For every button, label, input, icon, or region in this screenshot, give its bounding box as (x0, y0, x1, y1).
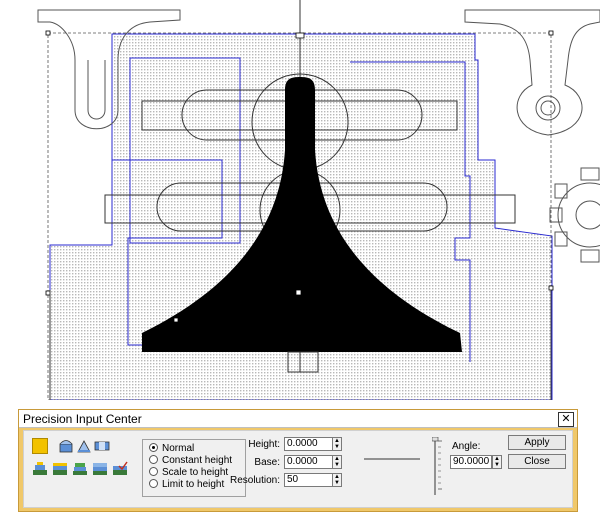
height-label: Height: (248, 439, 280, 450)
radio-limit-to-height-label: Limit to height (162, 479, 225, 490)
inner-boundary-left (111, 34, 223, 346)
cylinder-flat-icon[interactable] (94, 438, 110, 454)
radio-indicator (149, 454, 158, 464)
drawing-canvas[interactable] (0, 0, 600, 400)
gear-outline (549, 167, 600, 263)
resolution-spinner[interactable]: ▲▼ (332, 473, 342, 487)
stack-3-icon[interactable] (72, 461, 88, 477)
mode-radio-group: Normal Constant height Scale to height L… (142, 439, 246, 497)
left-hook-outline (37, 9, 181, 130)
radio-indicator (149, 466, 158, 476)
radio-normal[interactable]: Normal (149, 442, 195, 454)
angle-field[interactable]: 90.0000 (450, 455, 492, 469)
radio-indicator (149, 478, 158, 488)
radio-normal-label: Normal (162, 443, 195, 454)
angle-slider[interactable] (431, 436, 446, 497)
stack-check-icon[interactable] (112, 461, 128, 477)
resolution-label: Resolution: (229, 475, 280, 486)
radio-selected-indicator (149, 442, 158, 452)
close-button[interactable]: Close (508, 454, 566, 469)
height-spinner[interactable]: ▲▼ (332, 437, 342, 451)
angle-label: Angle: (452, 441, 481, 452)
precision-input-dialog: Precision Input Center ✕ (18, 409, 578, 512)
stack-4-icon[interactable] (92, 461, 108, 477)
radio-scale-to-height-label: Scale to height (162, 467, 229, 478)
inner-boundary-right (350, 61, 471, 362)
dialog-titlebar[interactable]: Precision Input Center ✕ (19, 410, 577, 428)
radio-constant-height[interactable]: Constant height (149, 454, 233, 466)
stack-1-icon[interactable] (32, 461, 48, 477)
profile-preview (364, 458, 420, 460)
dome-front-icon[interactable] (58, 438, 74, 454)
relief-shape (142, 77, 462, 352)
height-field[interactable]: 0.0000 (284, 437, 340, 451)
color-swatch-icon[interactable] (32, 438, 48, 454)
radio-constant-height-label: Constant height (162, 455, 233, 466)
base-field[interactable]: 0.0000 (284, 455, 340, 469)
radio-limit-to-height[interactable]: Limit to height (149, 478, 225, 490)
angle-spinner[interactable]: ▲▼ (492, 455, 502, 469)
stack-2-icon[interactable] (52, 461, 68, 477)
base-spinner[interactable]: ▲▼ (332, 455, 342, 469)
close-icon[interactable]: ✕ (558, 412, 574, 427)
dialog-title: Precision Input Center (23, 412, 142, 426)
apply-button[interactable]: Apply (508, 435, 566, 450)
inner-box (129, 57, 241, 244)
dome-side-icon[interactable] (76, 438, 92, 454)
dialog-panel: Normal Constant height Scale to height L… (23, 430, 573, 508)
base-label: Base: (254, 457, 280, 468)
radio-scale-to-height[interactable]: Scale to height (149, 466, 229, 478)
right-hook-outline (464, 9, 600, 136)
